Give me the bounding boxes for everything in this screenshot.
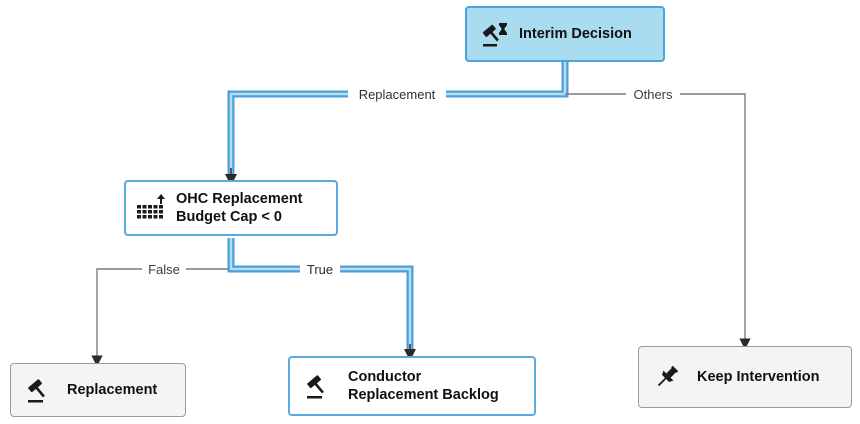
edge-budget-to-replacement bbox=[91, 238, 232, 367]
pushpin-icon bbox=[653, 363, 681, 391]
gavel-icon bbox=[25, 376, 53, 404]
gavel-icon bbox=[304, 372, 332, 400]
edge-interim-to-keep bbox=[565, 93, 751, 350]
edge-interim-to-budget bbox=[227, 62, 569, 178]
gavel-hourglass-icon bbox=[481, 20, 509, 48]
node-replacement[interactable]: Replacement bbox=[10, 363, 186, 417]
node-label-replacement: Replacement bbox=[67, 382, 158, 398]
node-label-keep: Keep Intervention bbox=[697, 369, 820, 385]
edge-label-true: True bbox=[307, 262, 333, 277]
node-label-budget: OHC Replacement Budget Cap < 0 bbox=[176, 190, 303, 226]
edge-label-others: Others bbox=[633, 87, 673, 102]
node-label-interim: Interim Decision bbox=[519, 26, 632, 42]
node-label-budget-line2: Budget Cap < 0 bbox=[176, 209, 282, 225]
node-label-backlog-line1: Conductor bbox=[348, 369, 422, 385]
edge-label-false: False bbox=[148, 262, 180, 277]
edge-label-replacement: Replacement bbox=[359, 87, 436, 102]
node-label-budget-line1: OHC Replacement bbox=[176, 191, 303, 207]
node-interim-decision[interactable]: Interim Decision bbox=[465, 6, 665, 62]
node-keep-intervention[interactable]: Keep Intervention bbox=[638, 346, 852, 408]
budget-grid-icon bbox=[136, 193, 166, 223]
node-conductor-backlog[interactable]: Conductor Replacement Backlog bbox=[288, 356, 536, 416]
node-label-backlog-line2: Replacement Backlog bbox=[348, 387, 499, 403]
node-label-backlog: Conductor Replacement Backlog bbox=[348, 368, 499, 404]
node-budget-cap[interactable]: OHC Replacement Budget Cap < 0 bbox=[124, 180, 338, 236]
edge-budget-to-backlog bbox=[227, 238, 414, 352]
